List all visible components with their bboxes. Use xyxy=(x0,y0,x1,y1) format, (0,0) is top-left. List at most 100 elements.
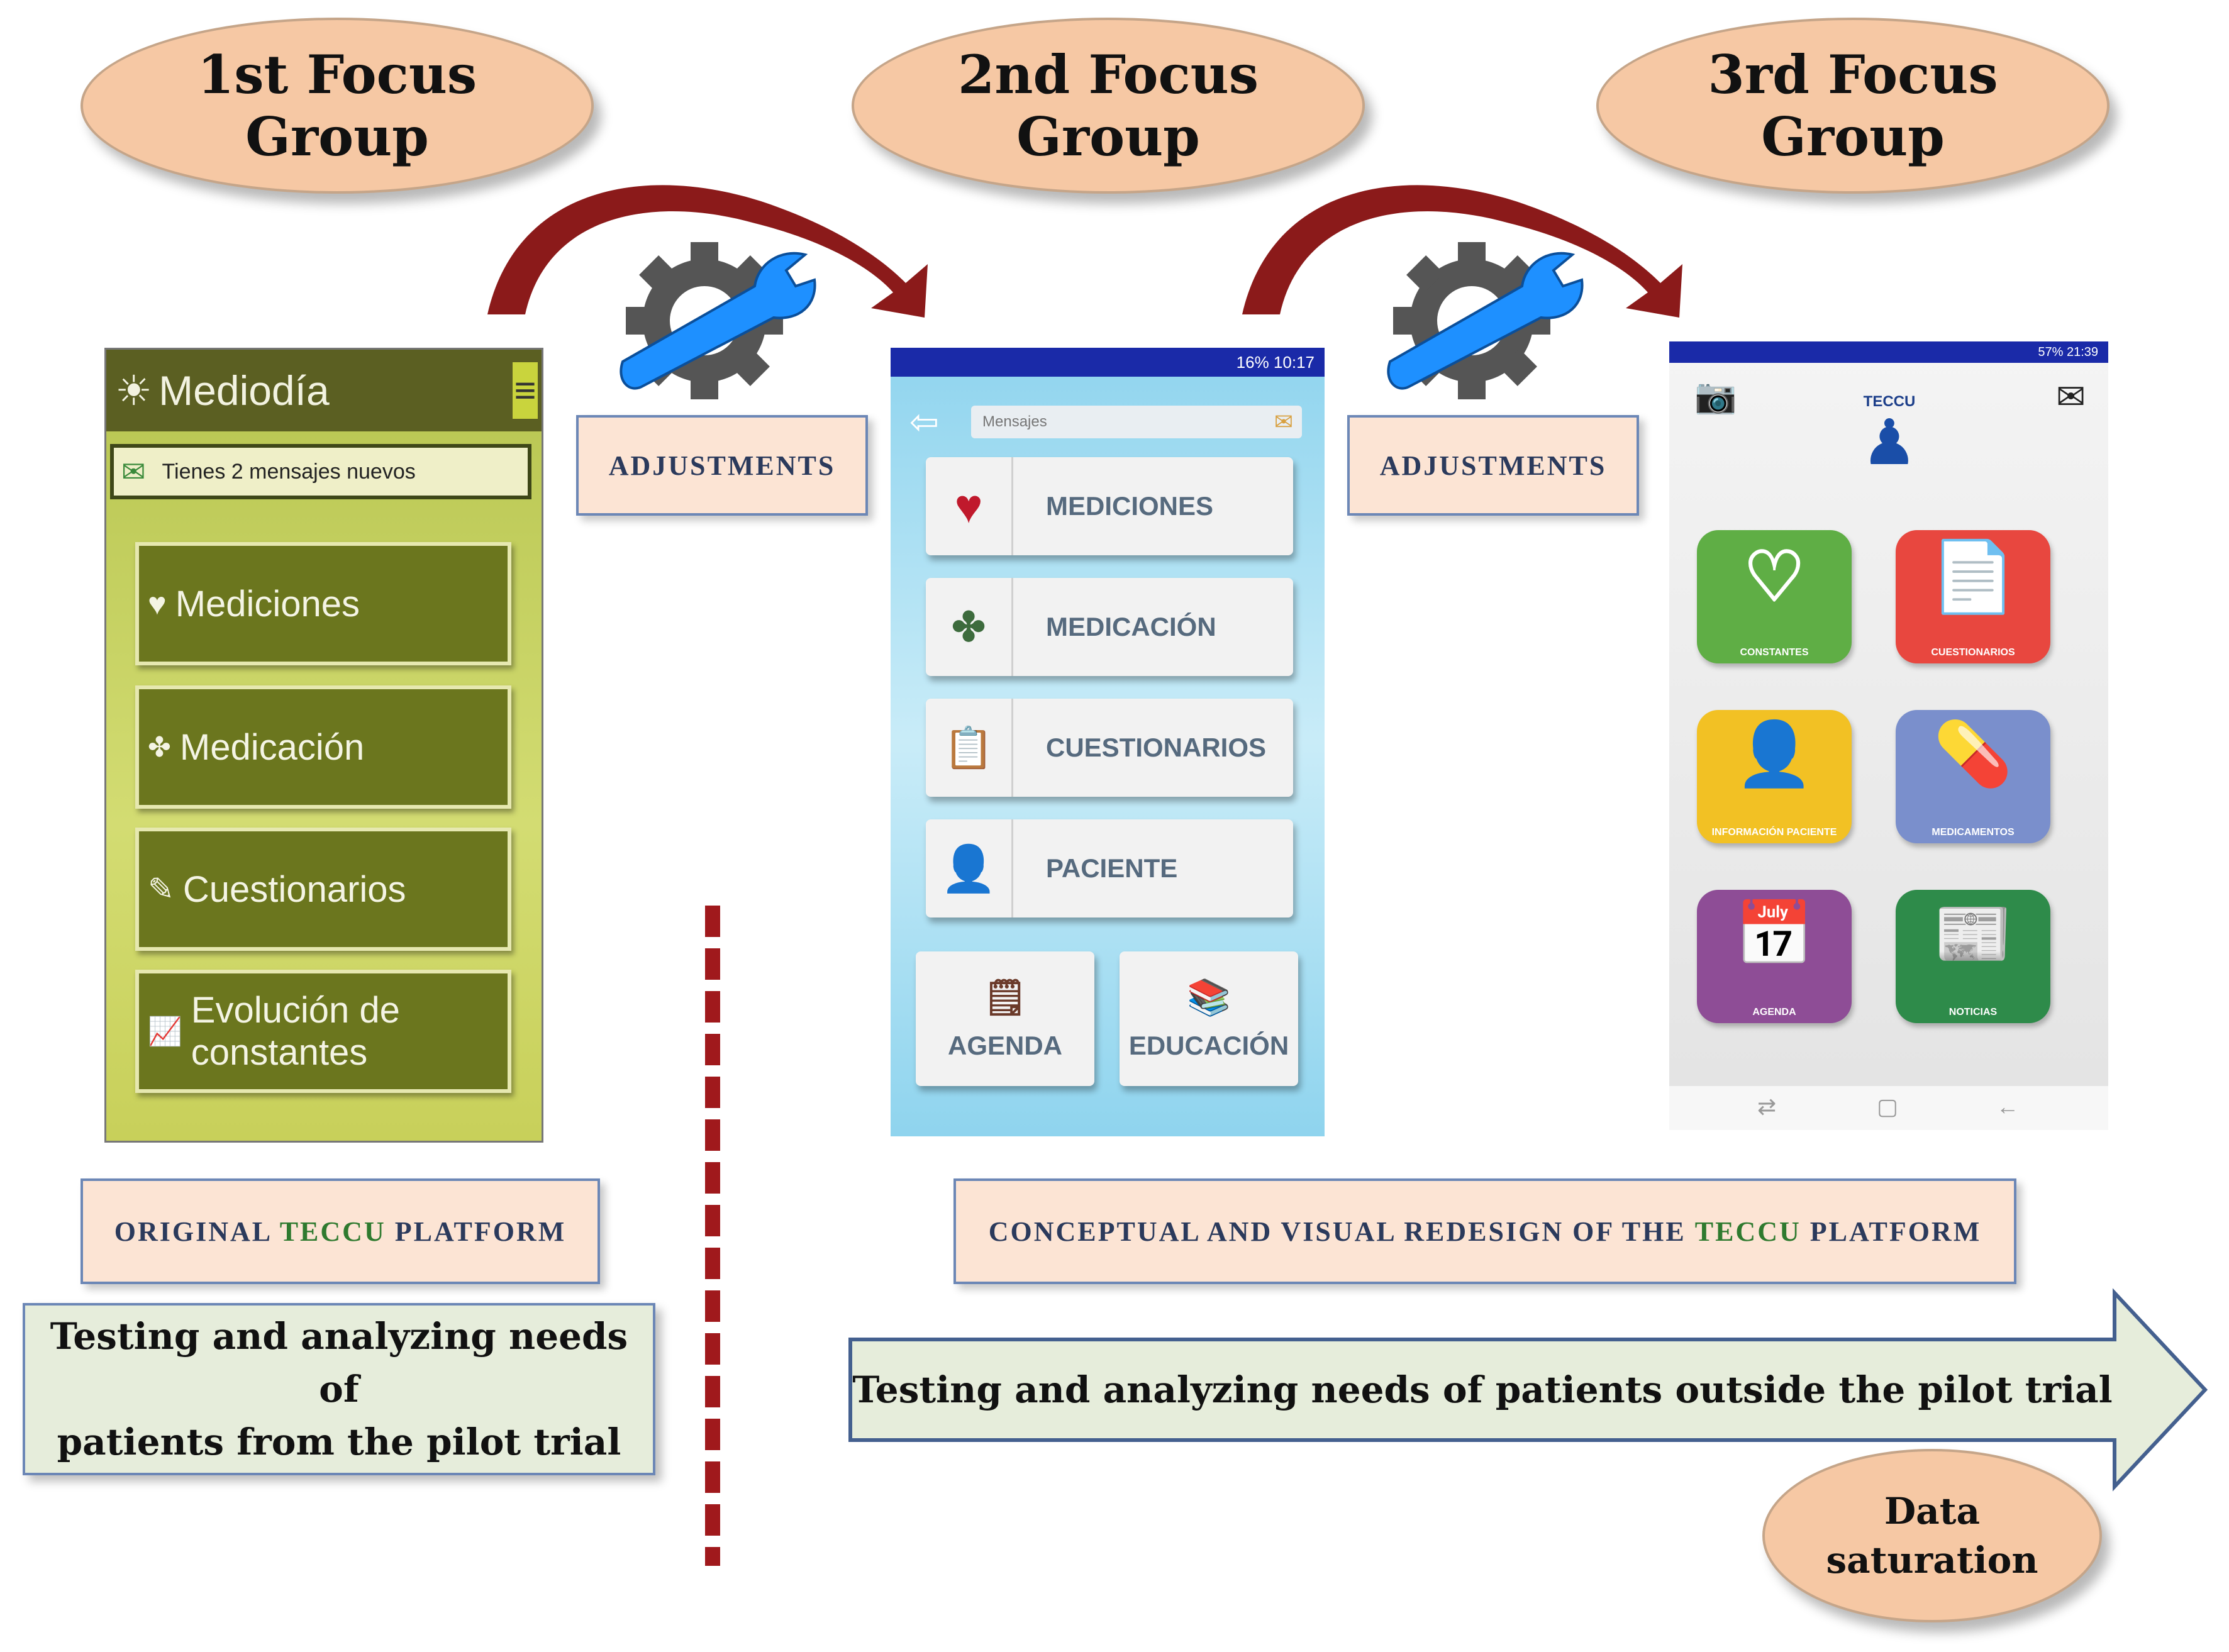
menu-button-evolucion[interactable]: 📈 Evolución de constantes xyxy=(135,970,511,1093)
tile-label: CUESTIONARIOS xyxy=(1931,647,2015,658)
card-mediciones[interactable]: ♥ MEDICIONES xyxy=(926,457,1293,555)
card-label: AGENDA xyxy=(947,1031,1062,1060)
card-paciente[interactable]: 👤 PACIENTE xyxy=(926,819,1293,917)
envelope-icon[interactable]: ✉ xyxy=(1274,409,1293,435)
sun-icon: ☀ xyxy=(115,367,153,414)
person-icon: 👤 xyxy=(1735,719,1814,789)
mail-icon: ✉ xyxy=(121,455,146,488)
caption-original-platform: ORIGINAL TECCU PLATFORM xyxy=(81,1178,600,1284)
data-saturation-label: Data saturation xyxy=(1826,1489,2038,1582)
heart-icon: ♥ xyxy=(148,586,167,621)
tile-label: MEDICAMENTOS xyxy=(1932,827,2015,838)
card-label: MEDICACIÓN xyxy=(1046,612,1216,641)
pills-icon: ✤ xyxy=(952,604,986,650)
message-text: Tienes 2 mensajes nuevos xyxy=(162,459,416,484)
chart-icon: 📈 xyxy=(148,1016,182,1047)
heartbeat-icon: ♡ xyxy=(1743,538,1806,616)
card-agenda[interactable]: 🗒 AGENDA xyxy=(916,951,1094,1086)
calendar-icon: 📅 xyxy=(1735,899,1814,969)
testing-outside-text: Testing and analyzing needs of patients … xyxy=(852,1368,2113,1411)
back-arrow-icon[interactable]: ⇦ xyxy=(909,403,939,442)
tile-label: NOTICIAS xyxy=(1948,1007,1998,1017)
envelope-icon[interactable]: ✉ xyxy=(2056,378,2086,417)
brand-label: TECCU xyxy=(1863,393,1916,410)
app-header: ☀ Mediodía ≡ xyxy=(106,350,542,431)
testing-outside-text-wrap: Testing and analyzing needs of patients … xyxy=(850,1339,2115,1440)
android-nav-bar: ⇄ ▢ ← xyxy=(1669,1086,2108,1130)
focus-group-3-label: 3rd Focus Group xyxy=(1708,43,1998,168)
caption-redesign-platform: CONCEPTUAL AND VISUAL REDESIGN OF THE TE… xyxy=(953,1178,2016,1284)
focus-group-2-label: 2nd Focus Group xyxy=(957,43,1259,168)
big-arrow xyxy=(848,1288,2208,1492)
tile-agenda[interactable]: 📅 AGENDA xyxy=(1697,890,1852,1023)
focus-group-1-oval: 1st Focus Group xyxy=(81,18,594,194)
recents-icon[interactable]: ⇄ xyxy=(1757,1094,1777,1119)
card-medicacion[interactable]: ✤ MEDICACIÓN xyxy=(926,578,1293,676)
caption-pre: ORIGINAL xyxy=(114,1216,280,1247)
testing-pilot-box: Testing and analyzing needs of patients … xyxy=(23,1303,655,1475)
button-label: Medicación xyxy=(179,726,365,768)
gear-wrench-icon-2 xyxy=(1387,242,1584,399)
header-title: Mediodía xyxy=(158,367,330,414)
menu-button-cuestionarios[interactable]: ✎ Cuestionarios xyxy=(135,828,511,951)
caption-pre: CONCEPTUAL AND VISUAL REDESIGN OF THE xyxy=(988,1216,1695,1247)
menu-button-medicacion[interactable]: ✤ Medicación xyxy=(135,685,511,809)
focus-group-3-oval: 3rd Focus Group xyxy=(1596,18,2109,194)
status-text: 57% 21:39 xyxy=(2038,345,2098,359)
newspaper-icon: 📰 xyxy=(1933,899,2013,969)
home-icon[interactable]: ▢ xyxy=(1877,1094,1899,1119)
brand-mascot-icon: ♟ xyxy=(1861,408,1918,478)
search-bar[interactable]: Mensajes ✉ xyxy=(971,406,1302,438)
caption-post: PLATFORM xyxy=(1801,1216,1982,1247)
card-label: MEDICIONES xyxy=(1046,491,1214,521)
tile-constantes[interactable]: ♡ CONSTANTES xyxy=(1697,530,1852,663)
menu-button-mediciones[interactable]: ♥ Mediciones xyxy=(135,542,511,665)
caption-brand: TECCU xyxy=(279,1216,386,1247)
original-app-screenshot: ☀ Mediodía ≡ ✉ Tienes 2 mensajes nuevos … xyxy=(104,348,543,1143)
card-educacion[interactable]: 📚 EDUCACIÓN xyxy=(1120,951,1298,1086)
caption-post: PLATFORM xyxy=(386,1216,567,1247)
button-label: Evolución de constantes xyxy=(191,990,400,1073)
gear-wrench-icon xyxy=(620,242,816,399)
adjustments-label-1: ADJUSTMENTS xyxy=(608,450,836,481)
button-label: Mediciones xyxy=(175,583,360,624)
caption-brand: TECCU xyxy=(1694,1216,1801,1247)
message-banner[interactable]: ✉ Tienes 2 mensajes nuevos xyxy=(110,444,531,499)
testing-pilot-text: Testing and analyzing needs of patients … xyxy=(50,1314,628,1464)
data-saturation-oval: Data saturation xyxy=(1762,1449,2102,1622)
pills-icon: ✤ xyxy=(148,731,171,763)
card-cuestionarios[interactable]: 📋 CUESTIONARIOS xyxy=(926,699,1293,797)
adjustments-box-1: ADJUSTMENTS xyxy=(576,415,868,516)
clipboard-icon: 📋 xyxy=(943,724,994,770)
menu-icon[interactable]: ≡ xyxy=(513,362,538,419)
focus-group-1-label: 1st Focus Group xyxy=(197,43,477,168)
tile-medicamentos[interactable]: 💊 MEDICAMENTOS xyxy=(1896,710,2050,843)
status-text: 16% 10:17 xyxy=(1236,352,1315,372)
card-label: CUESTIONARIOS xyxy=(1046,733,1267,762)
notebook-icon: 🗒 xyxy=(982,977,1028,1017)
search-placeholder: Mensajes xyxy=(982,413,1047,430)
redesign-app-screenshot-1: 16% 10:17 ⇦ Mensajes ✉ ♥ MEDICIONES ✤ ME… xyxy=(891,348,1325,1136)
card-label: PACIENTE xyxy=(1046,853,1178,883)
books-icon: 📚 xyxy=(1187,977,1231,1017)
curved-arrow-2-icon xyxy=(1242,185,1682,318)
tile-label: CONSTANTES xyxy=(1740,647,1809,658)
camera-icon[interactable]: 📷 xyxy=(1694,377,1737,415)
tile-cuestionarios[interactable]: 📄 CUESTIONARIOS xyxy=(1896,530,2050,663)
tile-label: INFORMACIÓN PACIENTE xyxy=(1711,827,1837,838)
back-icon[interactable]: ← xyxy=(1996,1094,2019,1119)
tile-informacion-paciente[interactable]: 👤 INFORMACIÓN PACIENTE xyxy=(1697,710,1852,843)
button-label: Cuestionarios xyxy=(182,868,406,910)
heart-icon: ♥ xyxy=(954,479,983,533)
pencil-icon: ✎ xyxy=(148,872,174,907)
focus-group-2-oval: 2nd Focus Group xyxy=(852,18,1365,194)
adjustments-box-2: ADJUSTMENTS xyxy=(1347,415,1639,516)
tile-label: AGENDA xyxy=(1752,1007,1796,1017)
person-icon: 👤 xyxy=(940,843,997,894)
status-bar: 57% 21:39 xyxy=(1669,341,2108,363)
status-bar: 16% 10:17 xyxy=(891,348,1325,377)
card-label: EDUCACIÓN xyxy=(1128,1031,1289,1060)
adjustments-label-2: ADJUSTMENTS xyxy=(1379,450,1607,481)
tile-noticias[interactable]: 📰 NOTICIAS xyxy=(1896,890,2050,1023)
curved-arrow-1-icon xyxy=(487,185,928,318)
